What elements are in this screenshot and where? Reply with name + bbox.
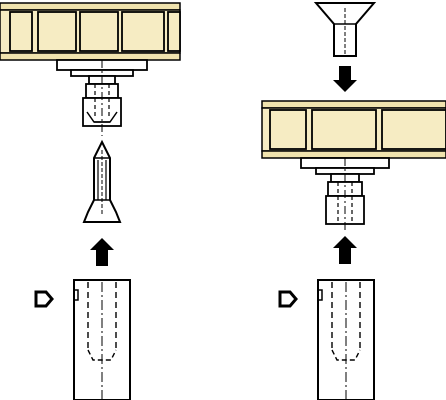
right-driver-tool — [317, 279, 375, 400]
right-pentagon-pointer-icon — [278, 290, 298, 308]
left-assembly — [0, 2, 181, 400]
right-panel-top-band — [261, 100, 446, 109]
right-panel-cell-1 — [269, 109, 307, 150]
left-panel-top-band — [0, 2, 181, 11]
right-panel-bottom-band — [261, 150, 446, 159]
right-panel — [261, 100, 446, 159]
left-pentagon-pointer-icon — [34, 290, 54, 308]
left-panel-cell-1 — [9, 11, 33, 52]
left-up-arrow — [90, 238, 114, 266]
right-up-arrow — [333, 236, 357, 264]
left-panel — [0, 2, 181, 61]
left-panel-cell-4 — [121, 11, 165, 52]
left-panel-cell-2 — [37, 11, 77, 52]
left-panel-cell-5 — [167, 11, 181, 52]
right-panel-cell-3 — [381, 109, 446, 150]
left-driver-tool — [73, 279, 131, 400]
left-panel-bottom-band — [0, 52, 181, 61]
right-assembly — [261, 2, 446, 400]
left-panel-cell-3 — [79, 11, 119, 52]
right-panel-cell-2 — [311, 109, 377, 150]
right-down-arrow — [333, 66, 357, 92]
right-countersunk-screw — [313, 2, 377, 57]
left-pointed-screw — [82, 139, 122, 223]
